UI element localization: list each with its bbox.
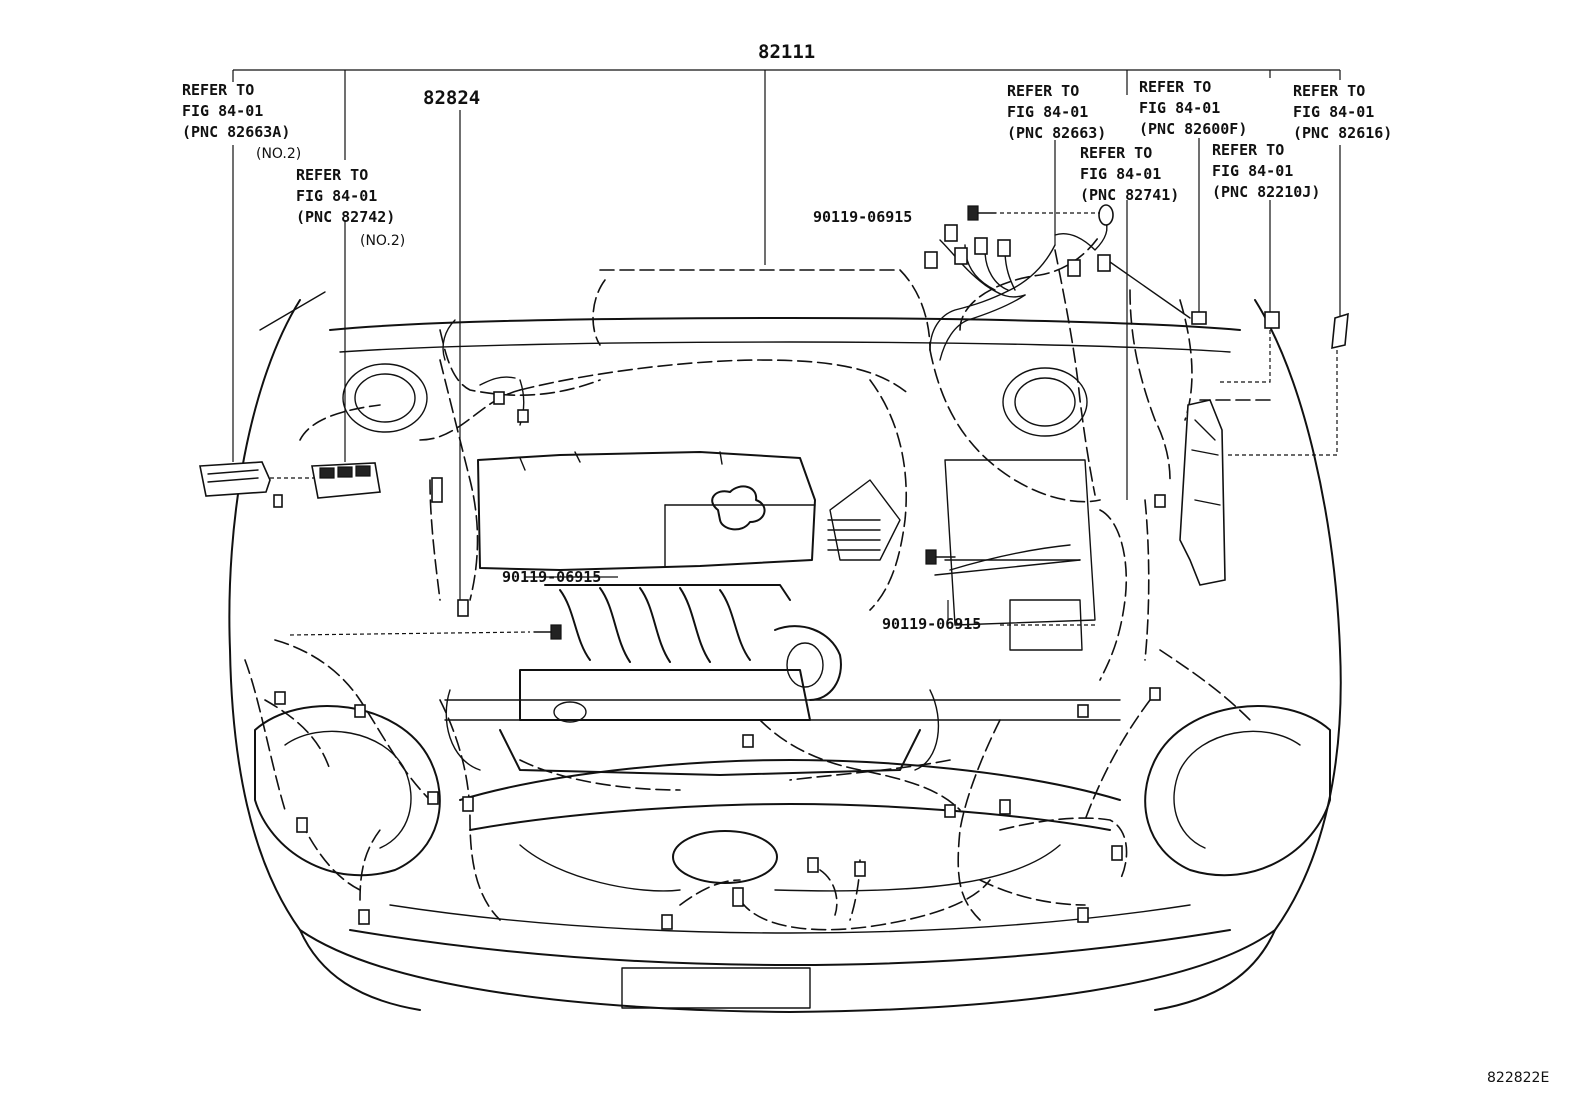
ref-82742-line2: FIG 84-01 (296, 187, 377, 205)
ref-82600F-line3: (PNC 82600F) (1139, 120, 1247, 138)
ref-82741-line3: (PNC 82741) (1080, 186, 1179, 204)
harness-connectors (273, 204, 1349, 930)
label-82824: 82824 (423, 87, 480, 109)
ref-82210J-line2: FIG 84-01 (1212, 162, 1293, 180)
relay-block-82663A (199, 461, 271, 497)
harness-bundle-top (442, 219, 1108, 426)
ref-82663A-note: (NO.2) (256, 146, 301, 162)
main-wire-harness (244, 234, 1271, 931)
ref-82663A-line2: FIG 84-01 (182, 102, 263, 120)
ref-82741-line1: REFER TO (1080, 144, 1152, 162)
bolt-90119-06915-top (967, 205, 997, 221)
ref-82663-line1: REFER TO (1007, 82, 1079, 100)
bolt-90119-06915-center (533, 624, 562, 640)
ref-82210J-line3: (PNC 82210J) (1212, 183, 1320, 201)
ref-82741-line2: FIG 84-01 (1080, 165, 1161, 183)
label-82111: 82111 (758, 41, 815, 63)
leader-lines (232, 69, 1341, 636)
ref-82600F-line1: REFER TO (1139, 78, 1211, 96)
ref-82742-line3: (PNC 82742) (296, 208, 395, 226)
bolt-label-right: 90119-06915 (882, 615, 981, 633)
ecu-module-82616 (1179, 399, 1226, 586)
ref-82616-line3: (PNC 82616) (1293, 124, 1392, 142)
ref-82210J-line1: REFER TO (1212, 141, 1284, 159)
ref-82616-line1: REFER TO (1293, 82, 1365, 100)
relay-block-82742 (311, 462, 381, 499)
ref-82663A-line1: REFER TO (182, 81, 254, 99)
vehicle-body-outline (228, 261, 1342, 1013)
fuse-box-components (934, 459, 1096, 651)
ref-82600F-line2: FIG 84-01 (1139, 99, 1220, 117)
ref-82663-line3: (PNC 82663) (1007, 124, 1106, 142)
figure-code: 822822E (1487, 1070, 1549, 1086)
part-labels: 82111 82824 REFER TO FIG 84-01 (PNC 8266… (182, 41, 1549, 1086)
ref-82663A-line3: (PNC 82663A) (182, 123, 290, 141)
ref-82663-line2: FIG 84-01 (1007, 103, 1088, 121)
bolt-label-center: 90119-06915 (502, 568, 601, 586)
ref-82742-line1: REFER TO (296, 166, 368, 184)
bolt-90119-06915-right (925, 549, 956, 565)
ref-82616-line2: FIG 84-01 (1293, 103, 1374, 121)
ref-82742-note: (NO.2) (360, 233, 405, 249)
engine-assembly (445, 451, 940, 776)
bolt-label-top: 90119-06915 (813, 208, 912, 226)
